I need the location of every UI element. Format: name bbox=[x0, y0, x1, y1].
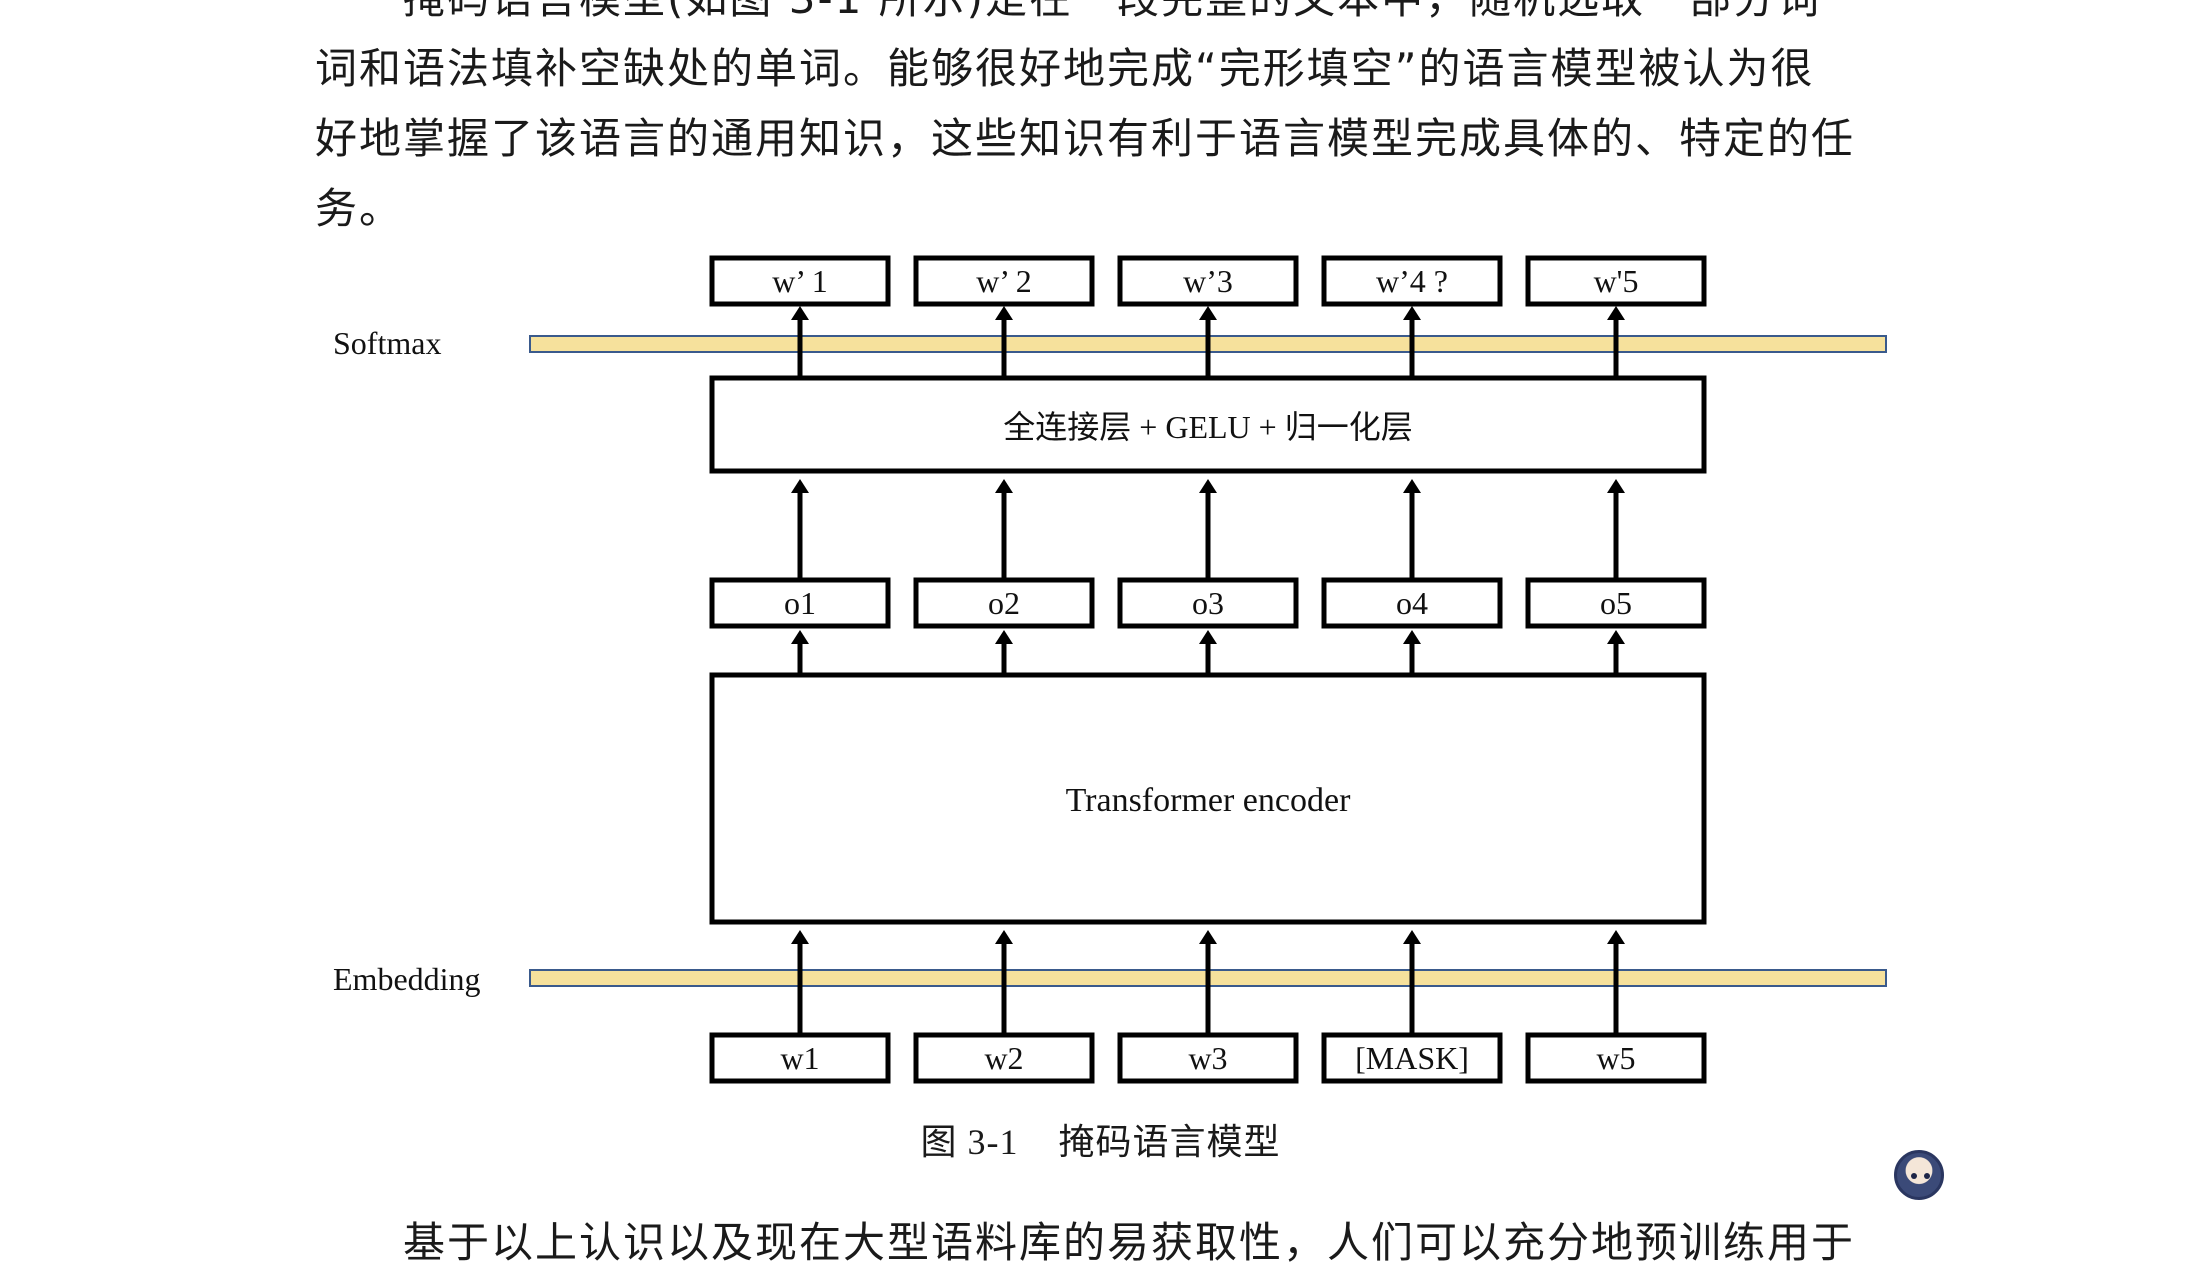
encoder-box bbox=[709, 672, 1707, 925]
output-token-label: w’4 ? bbox=[1376, 263, 1448, 299]
output-token-box bbox=[1321, 255, 1503, 307]
input-token-label: [MASK] bbox=[1355, 1040, 1469, 1076]
hidden-state-label: o4 bbox=[1396, 585, 1428, 621]
output-token-box bbox=[913, 255, 1095, 307]
arrow-head-to-output-head bbox=[791, 306, 809, 320]
arrow-head-to-output-head bbox=[995, 306, 1013, 320]
arrow-head-to-output-head bbox=[1403, 306, 1421, 320]
softmax-label: Softmax bbox=[333, 325, 441, 361]
avatar-eye-icon bbox=[1911, 1173, 1917, 1179]
output-token-label: w’ 1 bbox=[772, 263, 827, 299]
arrow-hidden-to-head-head bbox=[1199, 479, 1217, 493]
input-token-label: w2 bbox=[984, 1040, 1023, 1076]
text-line-partial: 掩码语言模型(如图 3-1 所示)是在一段完整的文本中，随机选取一部分词 bbox=[315, 0, 1895, 34]
text-line: 词和语法填补空缺处的单词。能够很好地完成“完形填空”的语言模型被认为很 bbox=[315, 44, 1815, 93]
embedding-label: Embedding bbox=[333, 961, 481, 997]
hidden-state-box bbox=[1117, 577, 1299, 629]
arrow-hidden-to-head-head bbox=[791, 479, 809, 493]
body-paragraph-top: 掩码语言模型(如图 3-1 所示)是在一段完整的文本中，随机选取一部分词 词和语… bbox=[315, 0, 1895, 244]
arrow-hidden-to-head-head bbox=[995, 479, 1013, 493]
output-token-label: w'5 bbox=[1594, 263, 1639, 299]
caption-title: 掩码语言模型 bbox=[1058, 1122, 1281, 1162]
head-layer-box bbox=[709, 375, 1707, 474]
input-token-label: w3 bbox=[1188, 1040, 1227, 1076]
text-line: 务。 bbox=[315, 184, 404, 233]
arrow-input-to-encoder-head bbox=[1607, 930, 1625, 944]
arrow-encoder-to-hidden-head bbox=[1199, 630, 1217, 644]
output-token-label: w’3 bbox=[1183, 263, 1233, 299]
hidden-state-label: o2 bbox=[988, 585, 1020, 621]
arrow-encoder-to-hidden-head bbox=[995, 630, 1013, 644]
head-layer-label: 全连接层 + GELU + 归一化层 bbox=[1003, 409, 1412, 445]
output-token-box bbox=[709, 255, 891, 307]
arrow-input-to-encoder-head bbox=[995, 930, 1013, 944]
arrow-input-to-encoder-head bbox=[791, 930, 809, 944]
assistant-avatar-icon[interactable] bbox=[1894, 1150, 1944, 1200]
arrow-encoder-to-hidden-head bbox=[791, 630, 809, 644]
encoder-label: Transformer encoder bbox=[1066, 782, 1351, 819]
hidden-state-label: o1 bbox=[784, 585, 816, 621]
output-token-box bbox=[1525, 255, 1707, 307]
hidden-state-label: o3 bbox=[1192, 585, 1224, 621]
text-line: 基于以上认识以及现在大型语料库的易获取性，人们可以充分地预训练用于 bbox=[403, 1218, 1856, 1267]
input-token-box bbox=[1525, 1032, 1707, 1084]
hidden-state-label: o5 bbox=[1600, 585, 1632, 621]
arrow-head-to-output-head bbox=[1199, 306, 1217, 320]
caption-number: 图 3-1 bbox=[920, 1122, 1019, 1162]
arrow-encoder-to-hidden-head bbox=[1403, 630, 1421, 644]
input-token-label: w5 bbox=[1596, 1040, 1635, 1076]
body-paragraph-bottom: 基于以上认识以及现在大型语料库的易获取性，人们可以充分地预训练用于 bbox=[403, 1208, 1983, 1278]
input-token-label: w1 bbox=[780, 1040, 819, 1076]
input-token-box bbox=[913, 1032, 1095, 1084]
arrow-encoder-to-hidden-head bbox=[1607, 630, 1625, 644]
arrow-input-to-encoder-head bbox=[1199, 930, 1217, 944]
output-token-box bbox=[1117, 255, 1299, 307]
avatar-eye-icon bbox=[1924, 1173, 1930, 1179]
arrow-input-to-encoder-head bbox=[1403, 930, 1421, 944]
hidden-state-box bbox=[1321, 577, 1503, 629]
figure-caption: 图 3-1 掩码语言模型 bbox=[0, 1113, 2201, 1165]
arrow-hidden-to-head-head bbox=[1607, 479, 1625, 493]
input-token-box bbox=[1117, 1032, 1299, 1084]
output-token-label: w’ 2 bbox=[976, 263, 1031, 299]
arrow-head-to-output-head bbox=[1607, 306, 1625, 320]
arrow-hidden-to-head-head bbox=[1403, 479, 1421, 493]
text-line: 好地掌握了该语言的通用知识，这些知识有利于语言模型完成具体的、特定的任 bbox=[315, 114, 1856, 163]
